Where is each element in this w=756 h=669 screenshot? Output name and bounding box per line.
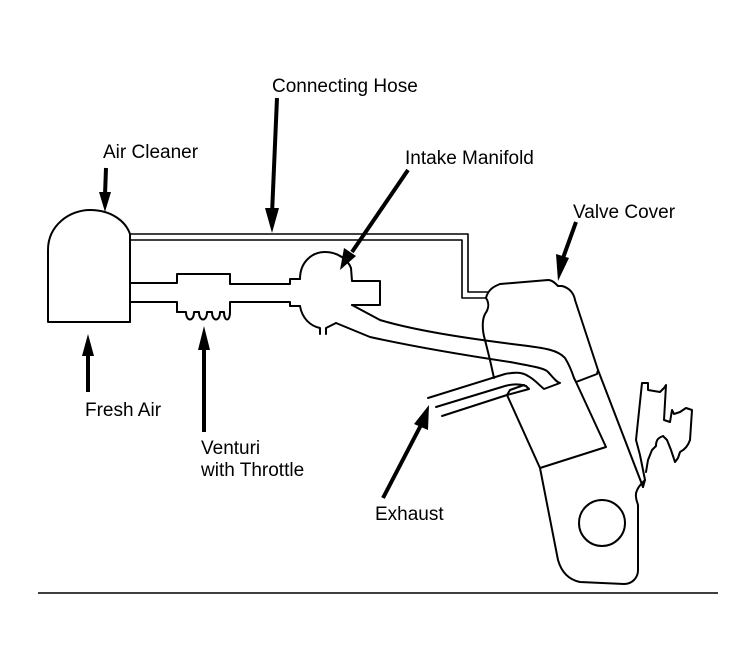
- intake-manifold-arrow: [340, 168, 410, 270]
- label-venturi-line1: Venturi: [201, 438, 260, 459]
- valve-cover: [485, 279, 576, 301]
- label-exhaust: Exhaust: [375, 504, 444, 525]
- intake-duct: [129, 239, 301, 323]
- intake-manifold-plenum: [299, 251, 381, 335]
- connecting-hose: [129, 233, 489, 299]
- air-cleaner-housing: [47, 209, 131, 323]
- air-cleaner-arrow: [99, 167, 111, 212]
- label-fresh-air: Fresh Air: [85, 400, 162, 421]
- spark-plug-fitting: [635, 382, 693, 481]
- venturi-arrow: [198, 326, 210, 432]
- exhaust-pipe: [435, 383, 530, 417]
- label-intake-manifold: Intake Manifold: [405, 148, 534, 169]
- intake-runner: [335, 304, 575, 399]
- engine-block: [481, 297, 646, 585]
- valve-cover-arrow: [556, 221, 578, 281]
- fresh-air-arrow: [82, 334, 94, 392]
- venturi-throttle: [176, 311, 231, 321]
- label-venturi-line2: with Throttle: [200, 460, 304, 481]
- connecting-hose-arrow: [265, 97, 279, 233]
- exhaust-arrow: [381, 405, 429, 499]
- label-air-cleaner: Air Cleaner: [103, 142, 199, 163]
- label-valve-cover: Valve Cover: [573, 202, 676, 223]
- label-connecting-hose: Connecting Hose: [272, 76, 418, 97]
- crankshaft-circle: [578, 499, 626, 547]
